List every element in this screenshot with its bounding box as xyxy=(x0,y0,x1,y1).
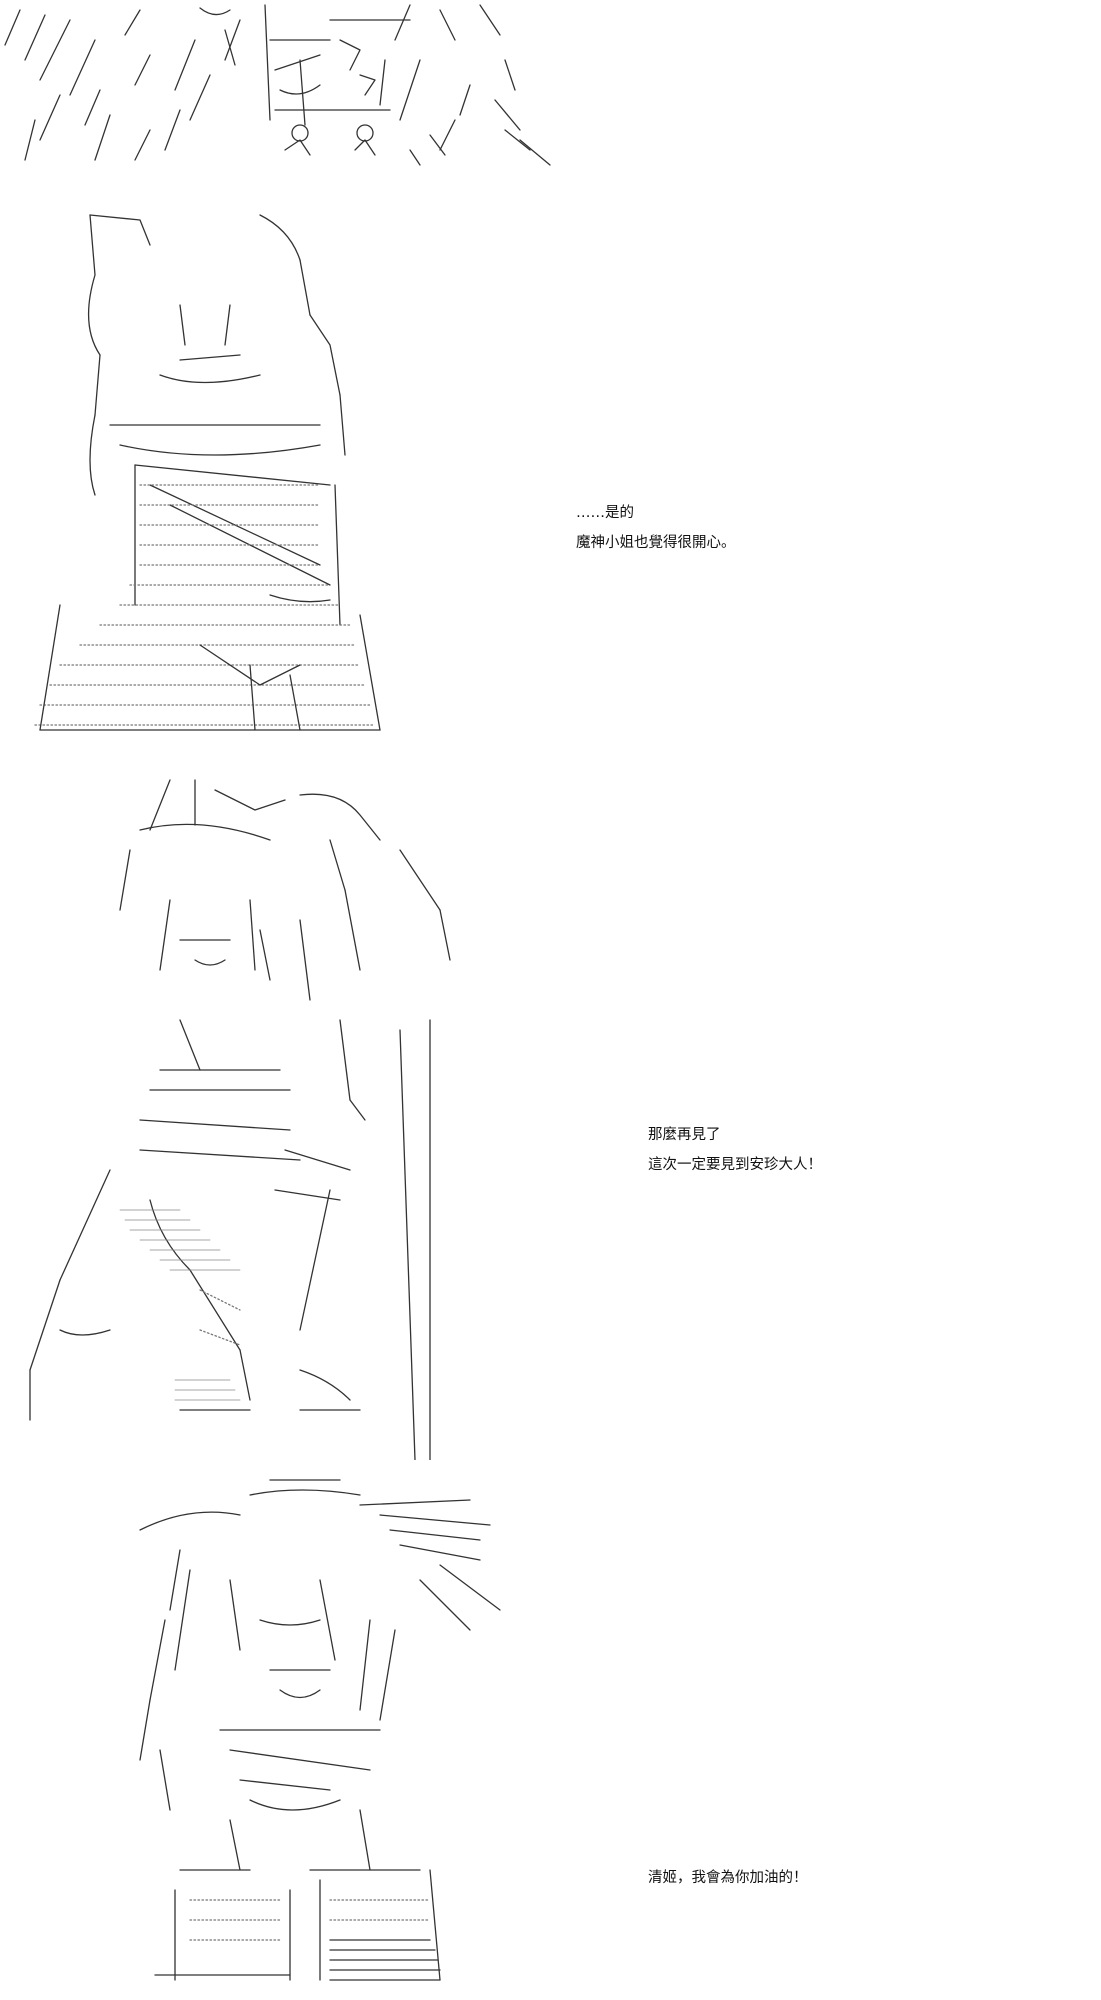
speech-line: 那麼再見了 xyxy=(648,1127,721,1143)
ascii-art-speed-lines xyxy=(0,0,1101,175)
speech-text-block: 清姬，我會為你加油的！ xyxy=(648,1863,808,1893)
panel-character-walking: 那麼再見了 這次一定要見到安珍大人！ xyxy=(0,770,1101,1460)
ascii-art-character-standing xyxy=(0,185,560,745)
speech-text-block: ……是的 魔神小姐也覺得很開心。 xyxy=(576,498,736,558)
speech-line: 魔神小姐也覺得很開心。 xyxy=(576,535,736,551)
panel-top-scene xyxy=(0,0,1101,175)
speech-line: ……是的 xyxy=(576,505,634,521)
panel-character-cheering: 清姬，我會為你加油的！ xyxy=(0,1470,1101,1990)
speech-text-block: 那麼再見了 這次一定要見到安珍大人！ xyxy=(648,1120,822,1180)
speech-line: 清姬，我會為你加油的！ xyxy=(648,1870,808,1886)
ascii-art-character-cheering xyxy=(0,1470,560,1990)
ascii-art-character-walking xyxy=(0,770,560,1460)
panel-kiyohime-standing: ……是的 魔神小姐也覺得很開心。 xyxy=(0,185,1101,745)
speech-line: 這次一定要見到安珍大人！ xyxy=(648,1157,822,1173)
